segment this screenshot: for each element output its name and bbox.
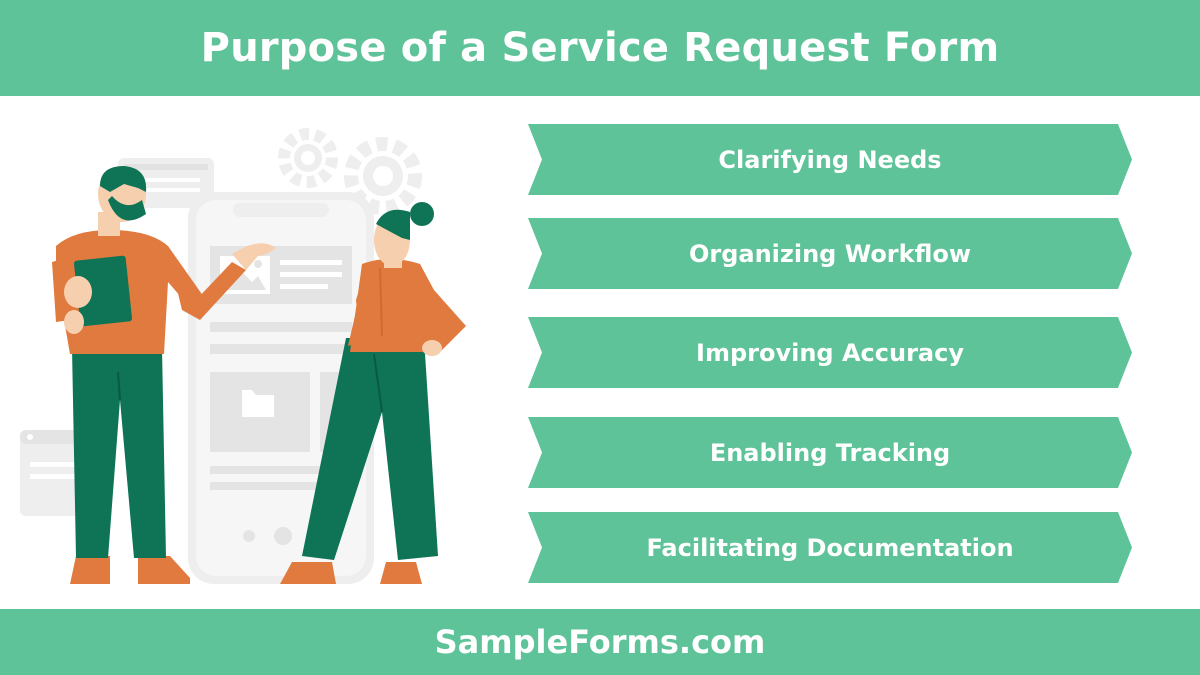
page-title: Purpose of a Service Request Form — [200, 25, 1000, 71]
title-banner: Purpose of a Service Request Form — [0, 0, 1200, 96]
tablet-icon — [73, 255, 133, 327]
purpose-item-label: Organizing Workflow — [688, 239, 972, 268]
woman-figure — [280, 202, 466, 584]
purpose-item-label: Facilitating Documentation — [646, 533, 1014, 562]
purpose-item-improving-accuracy: Improving Accuracy — [528, 317, 1132, 388]
man-figure — [52, 166, 276, 584]
gear-icon — [344, 137, 422, 215]
purpose-item-facilitating-documentation: Facilitating Documentation — [528, 512, 1132, 583]
gear-icon — [278, 128, 338, 188]
site-brand: SampleForms.com — [434, 623, 766, 661]
purpose-item-label: Improving Accuracy — [696, 338, 964, 367]
purpose-item-clarifying-needs: Clarifying Needs — [528, 124, 1132, 195]
purpose-item-label: Clarifying Needs — [718, 145, 942, 174]
illustration — [20, 128, 466, 584]
purpose-item-label: Enabling Tracking — [709, 438, 951, 467]
purpose-item-organizing-workflow: Organizing Workflow — [528, 218, 1132, 289]
folder-icon — [242, 390, 274, 417]
footer-banner: SampleForms.com — [0, 609, 1200, 675]
purpose-item-enabling-tracking: Enabling Tracking — [528, 417, 1132, 488]
